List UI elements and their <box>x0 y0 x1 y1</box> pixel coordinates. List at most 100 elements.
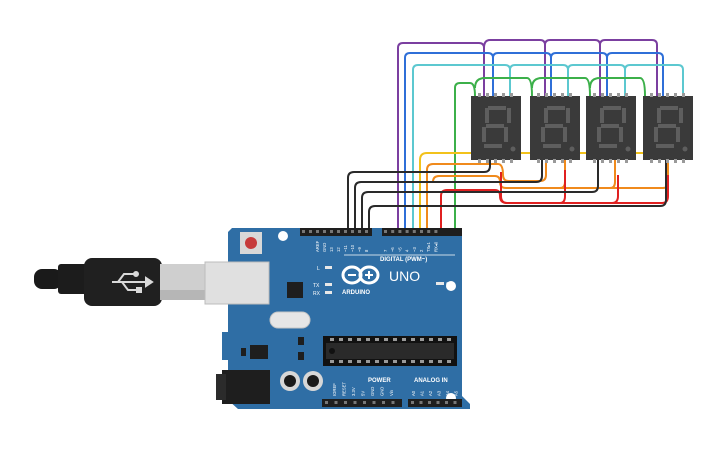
seven-segment-display-4[interactable] <box>643 93 693 163</box>
display-pin[interactable] <box>593 93 596 97</box>
display-pin[interactable] <box>617 159 620 163</box>
header-socket[interactable] <box>372 401 376 404</box>
display-pin[interactable] <box>478 93 481 97</box>
display-pin[interactable] <box>601 159 604 163</box>
wire-red-4[interactable] <box>500 172 508 204</box>
header-socket[interactable] <box>436 401 440 404</box>
header-socket[interactable] <box>428 401 431 404</box>
header-socket[interactable] <box>330 230 333 233</box>
header-socket[interactable] <box>420 230 423 233</box>
header-socket[interactable] <box>323 230 326 233</box>
display-pin[interactable] <box>625 93 628 97</box>
header-socket[interactable] <box>302 230 305 233</box>
digital-pin-header[interactable] <box>300 228 462 236</box>
wire-green-4[interactable] <box>589 77 646 97</box>
display-pin[interactable] <box>682 159 685 163</box>
seven-segment-display-3[interactable] <box>586 93 636 163</box>
display-pin[interactable] <box>494 93 497 97</box>
display-pin[interactable] <box>601 93 604 97</box>
display-pin[interactable] <box>510 159 513 163</box>
display-pin[interactable] <box>658 159 661 163</box>
header-socket[interactable] <box>434 230 438 233</box>
wire-orange-3[interactable] <box>560 160 616 189</box>
wire-black-1[interactable] <box>347 160 491 232</box>
wire-blue-3[interactable] <box>550 52 608 96</box>
header-socket[interactable] <box>419 401 423 404</box>
power-jack[interactable] <box>222 370 270 404</box>
wire-black-4[interactable] <box>368 160 667 232</box>
display-pin[interactable] <box>486 93 489 97</box>
display-pin[interactable] <box>650 93 653 97</box>
header-socket[interactable] <box>412 230 416 233</box>
display-pin[interactable] <box>553 93 556 97</box>
wire-orange-1[interactable] <box>426 160 547 232</box>
header-socket[interactable] <box>405 230 409 233</box>
header-socket[interactable] <box>427 230 431 233</box>
seven-segment-display-2[interactable] <box>530 93 580 163</box>
display-pin[interactable] <box>666 159 669 163</box>
display-pin[interactable] <box>658 93 661 97</box>
header-socket[interactable] <box>344 230 347 233</box>
header-socket[interactable] <box>334 401 338 404</box>
display-pin[interactable] <box>593 159 596 163</box>
display-pin[interactable] <box>510 93 513 97</box>
display-pin[interactable] <box>617 93 620 97</box>
header-socket[interactable] <box>384 230 387 233</box>
header-socket[interactable] <box>365 230 368 233</box>
header-socket[interactable] <box>411 401 414 404</box>
wire-blue-4[interactable] <box>606 52 664 96</box>
display-pin[interactable] <box>625 159 628 163</box>
display-pin[interactable] <box>545 93 548 97</box>
header-socket[interactable] <box>391 230 395 233</box>
header-socket[interactable] <box>337 230 340 233</box>
header-socket[interactable] <box>398 230 402 233</box>
header-socket[interactable] <box>316 230 319 233</box>
wire-blue-2[interactable] <box>492 52 552 96</box>
header-socket[interactable] <box>445 401 448 404</box>
display-pin[interactable] <box>486 159 489 163</box>
display-pin[interactable] <box>666 93 669 97</box>
display-pin[interactable] <box>502 93 505 97</box>
display-pin[interactable] <box>545 159 548 163</box>
display-pin[interactable] <box>682 93 685 97</box>
wire-black-3[interactable] <box>361 160 599 232</box>
header-socket[interactable] <box>344 401 347 404</box>
power-pin-header[interactable] <box>322 399 402 407</box>
seven-segment-display-1[interactable] <box>471 93 521 163</box>
header-socket[interactable] <box>363 401 366 404</box>
display-pin[interactable] <box>609 93 612 97</box>
header-socket[interactable] <box>358 230 361 233</box>
wire-black-2[interactable] <box>354 160 543 232</box>
header-socket[interactable] <box>351 230 354 233</box>
display-pin[interactable] <box>502 159 505 163</box>
display-pin[interactable] <box>650 159 653 163</box>
header-socket[interactable] <box>382 401 385 404</box>
display-pin[interactable] <box>561 159 564 163</box>
display-pin[interactable] <box>553 159 556 163</box>
header-socket[interactable] <box>453 401 457 404</box>
wire-green-1[interactable] <box>454 82 476 232</box>
display-pin[interactable] <box>478 159 481 163</box>
wire-cyan-3[interactable] <box>567 64 626 96</box>
display-pin[interactable] <box>569 93 572 97</box>
display-pin[interactable] <box>569 159 572 163</box>
display-pin[interactable] <box>609 159 612 163</box>
display-pin[interactable] <box>674 93 677 97</box>
wire-cyan-4[interactable] <box>624 64 684 96</box>
display-pin[interactable] <box>561 93 564 97</box>
header-socket[interactable] <box>309 230 312 233</box>
header-socket[interactable] <box>325 401 328 404</box>
display-pin[interactable] <box>494 159 497 163</box>
wire-purple-3[interactable] <box>544 39 601 96</box>
header-socket[interactable] <box>391 401 395 404</box>
display-pin[interactable] <box>537 159 540 163</box>
wire-purple-4[interactable] <box>599 39 658 96</box>
header-socket[interactable] <box>353 401 357 404</box>
display-pin[interactable] <box>674 159 677 163</box>
reset-button[interactable] <box>245 237 257 249</box>
analog-pin-header[interactable] <box>408 399 462 407</box>
wire-cyan-2[interactable] <box>509 64 569 96</box>
display-pin[interactable] <box>537 93 540 97</box>
